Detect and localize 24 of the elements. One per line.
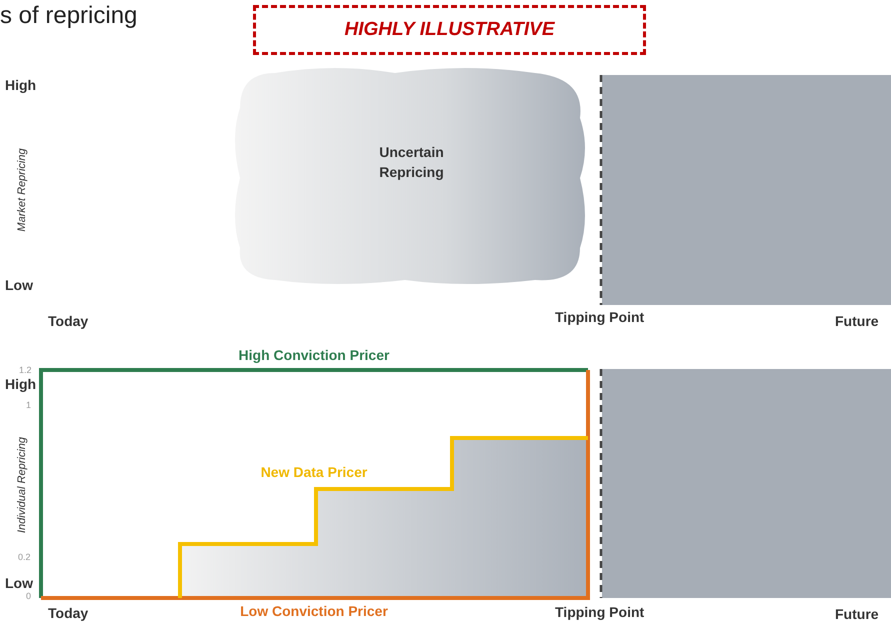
banner-text: HIGHLY ILLUSTRATIVE xyxy=(343,19,556,41)
tick-label: 0.2 xyxy=(18,552,31,562)
line-label: Low Conviction Pricer xyxy=(240,603,388,619)
tick-label: 1 xyxy=(26,400,32,410)
cloud-label: Uncertain Repricing xyxy=(378,142,445,182)
axis-level: Low xyxy=(5,277,33,293)
title: s of repricing xyxy=(0,2,138,30)
axis-title: Individual Repricing xyxy=(16,437,28,533)
banner-box xyxy=(253,5,646,55)
axis-label: Tipping Point xyxy=(555,309,644,325)
tick-label: 0 xyxy=(26,591,32,601)
axis-label: Future xyxy=(835,606,879,622)
axis-level: Low xyxy=(5,575,33,591)
axis-label: Today xyxy=(48,605,88,621)
cloud-shape xyxy=(235,68,588,285)
line-label: New Data Pricer xyxy=(260,464,368,480)
axis-title: Market Repricing xyxy=(16,148,28,232)
axis-label: Future xyxy=(835,313,879,329)
axis-label: Today xyxy=(48,313,88,329)
tick-label: 1.2 xyxy=(19,365,32,375)
axis-label: Tipping Point xyxy=(555,604,644,620)
axis-level: High xyxy=(5,77,36,93)
axis-level: High xyxy=(5,376,36,392)
line-label: High Conviction Pricer xyxy=(238,347,390,363)
